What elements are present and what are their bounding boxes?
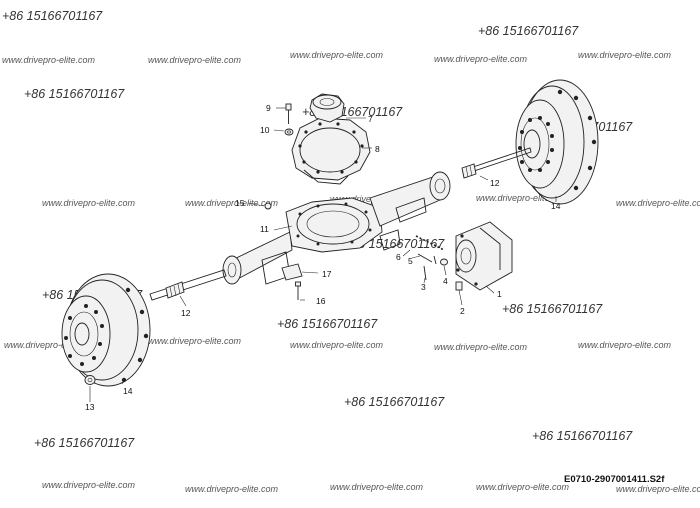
callout-17: 17	[322, 269, 332, 279]
watermark-url: www.drivepro-elite.com	[476, 482, 570, 492]
callout-6: 6	[396, 252, 401, 262]
watermark-phone: +86 15166701167	[502, 302, 603, 316]
watermark-url: www.drivepro-elite.com	[434, 342, 528, 352]
callout-14-right: 14	[551, 201, 561, 211]
fastener-dashes	[415, 235, 445, 263]
watermark-phone: +86 15166701167	[34, 436, 135, 450]
breather-bolt	[264, 202, 272, 210]
watermark-url: www.drivepro-elite.com	[42, 198, 136, 208]
watermark-url: www.drivepro-elite.com	[616, 198, 700, 208]
watermark-phone: +86 15166701167	[277, 317, 378, 331]
callout-7: 7	[368, 114, 373, 124]
callouts: 1 2 3 4 5 6 7 8 9 10 11 12 12 13 14 14 1…	[85, 103, 561, 412]
watermark-phone: +86 15166701167	[478, 24, 579, 38]
callout-8: 8	[375, 144, 380, 154]
watermark-url: www.drivepro-elite.com	[290, 340, 384, 350]
watermark-url: www.drivepro-elite.com	[42, 480, 136, 490]
watermark-url: www.drivepro-elite.com	[290, 50, 384, 60]
watermark-url: www.drivepro-elite.com	[476, 193, 570, 203]
watermark-url: www.drivepro-elite.com	[2, 55, 96, 65]
axle-housing	[222, 171, 451, 285]
differential-carrier	[291, 93, 371, 185]
watermark-url-layer: www.drivepro-elite.com www.drivepro-elit…	[2, 50, 700, 494]
callout-4: 4	[443, 276, 448, 286]
leader-lines	[89, 107, 557, 402]
callout-16: 16	[316, 296, 326, 306]
callout-10: 10	[260, 125, 270, 135]
hydraulic-pump	[455, 221, 513, 291]
watermark-url: www.drivepro-elite.com	[148, 336, 242, 346]
left-half-shaft	[149, 269, 227, 301]
watermark-url: www.drivepro-elite.com	[616, 484, 700, 494]
left-brake-drum	[61, 273, 151, 387]
callout-1: 1	[497, 289, 502, 299]
callout-15: 15	[235, 198, 245, 208]
watermark-phone: +86 15166701167	[344, 395, 445, 409]
wheel-nut	[84, 375, 96, 385]
cover-plate-and-bolt	[281, 263, 303, 300]
callout-3: 3	[421, 282, 426, 292]
watermark-url: www.drivepro-elite.com	[4, 340, 98, 350]
watermark-url: www.drivepro-elite.com	[578, 50, 672, 60]
callout-9: 9	[266, 103, 271, 113]
watermark-url: www.drivepro-elite.com	[185, 484, 279, 494]
watermark-url: www.drivepro-elite.com	[185, 198, 279, 208]
callout-12-left: 12	[181, 308, 191, 318]
watermark-url: www.drivepro-elite.com	[434, 54, 528, 64]
watermark-url: www.drivepro-elite.com	[148, 55, 242, 65]
bolt-and-washer	[284, 103, 294, 136]
watermark-phone: +86 15166701167	[532, 429, 633, 443]
callout-5: 5	[408, 256, 413, 266]
drawing-code: E0710-2907001411.S2f	[564, 474, 665, 485]
right-brake-drum	[515, 79, 599, 205]
callout-14-left: 14	[123, 386, 133, 396]
watermark-url: www.drivepro-elite.com	[330, 482, 424, 492]
callout-11: 11	[260, 224, 269, 234]
callout-2: 2	[460, 306, 465, 316]
watermark-phone: +86 15166701167	[24, 87, 125, 101]
callout-13: 13	[85, 402, 95, 412]
watermark-phone: +86 15166701167	[2, 9, 103, 23]
callout-12-right: 12	[490, 178, 500, 188]
right-half-shaft	[461, 147, 532, 179]
watermark-url: www.drivepro-elite.com	[578, 340, 672, 350]
